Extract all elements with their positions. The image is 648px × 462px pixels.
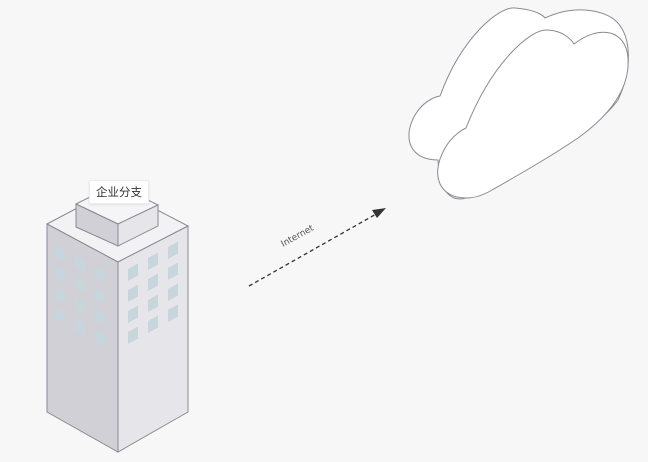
window: [128, 263, 138, 281]
internet-connection-line: [248, 212, 379, 287]
window: [55, 265, 65, 283]
window: [168, 283, 178, 301]
window: [75, 318, 85, 336]
connection-label: Internet: [280, 223, 317, 249]
window: [75, 297, 85, 315]
roof-block-right: [117, 204, 159, 247]
window: [148, 294, 158, 312]
window: [75, 255, 85, 273]
window: [95, 266, 105, 284]
window: [148, 273, 158, 291]
building-label: 企业分支: [89, 180, 149, 204]
window: [148, 252, 158, 270]
window: [148, 315, 158, 333]
building-windows-left: [55, 244, 105, 347]
window: [128, 326, 138, 344]
window: [168, 304, 178, 322]
cloud-icon: [408, 7, 629, 200]
window: [95, 287, 105, 305]
window: [55, 286, 65, 304]
arrow-head-icon: [372, 208, 386, 218]
window: [55, 307, 65, 325]
cloud-front: [437, 29, 629, 199]
window: [168, 241, 178, 259]
window: [128, 284, 138, 302]
window: [95, 308, 105, 326]
building-windows-right: [128, 241, 178, 344]
office-building-icon: [45, 183, 190, 453]
window: [55, 244, 65, 262]
window: [128, 305, 138, 323]
window: [75, 276, 85, 294]
building-right-face: [117, 225, 189, 453]
building-left-face: [46, 223, 119, 453]
window: [168, 262, 178, 280]
window: [95, 329, 105, 347]
